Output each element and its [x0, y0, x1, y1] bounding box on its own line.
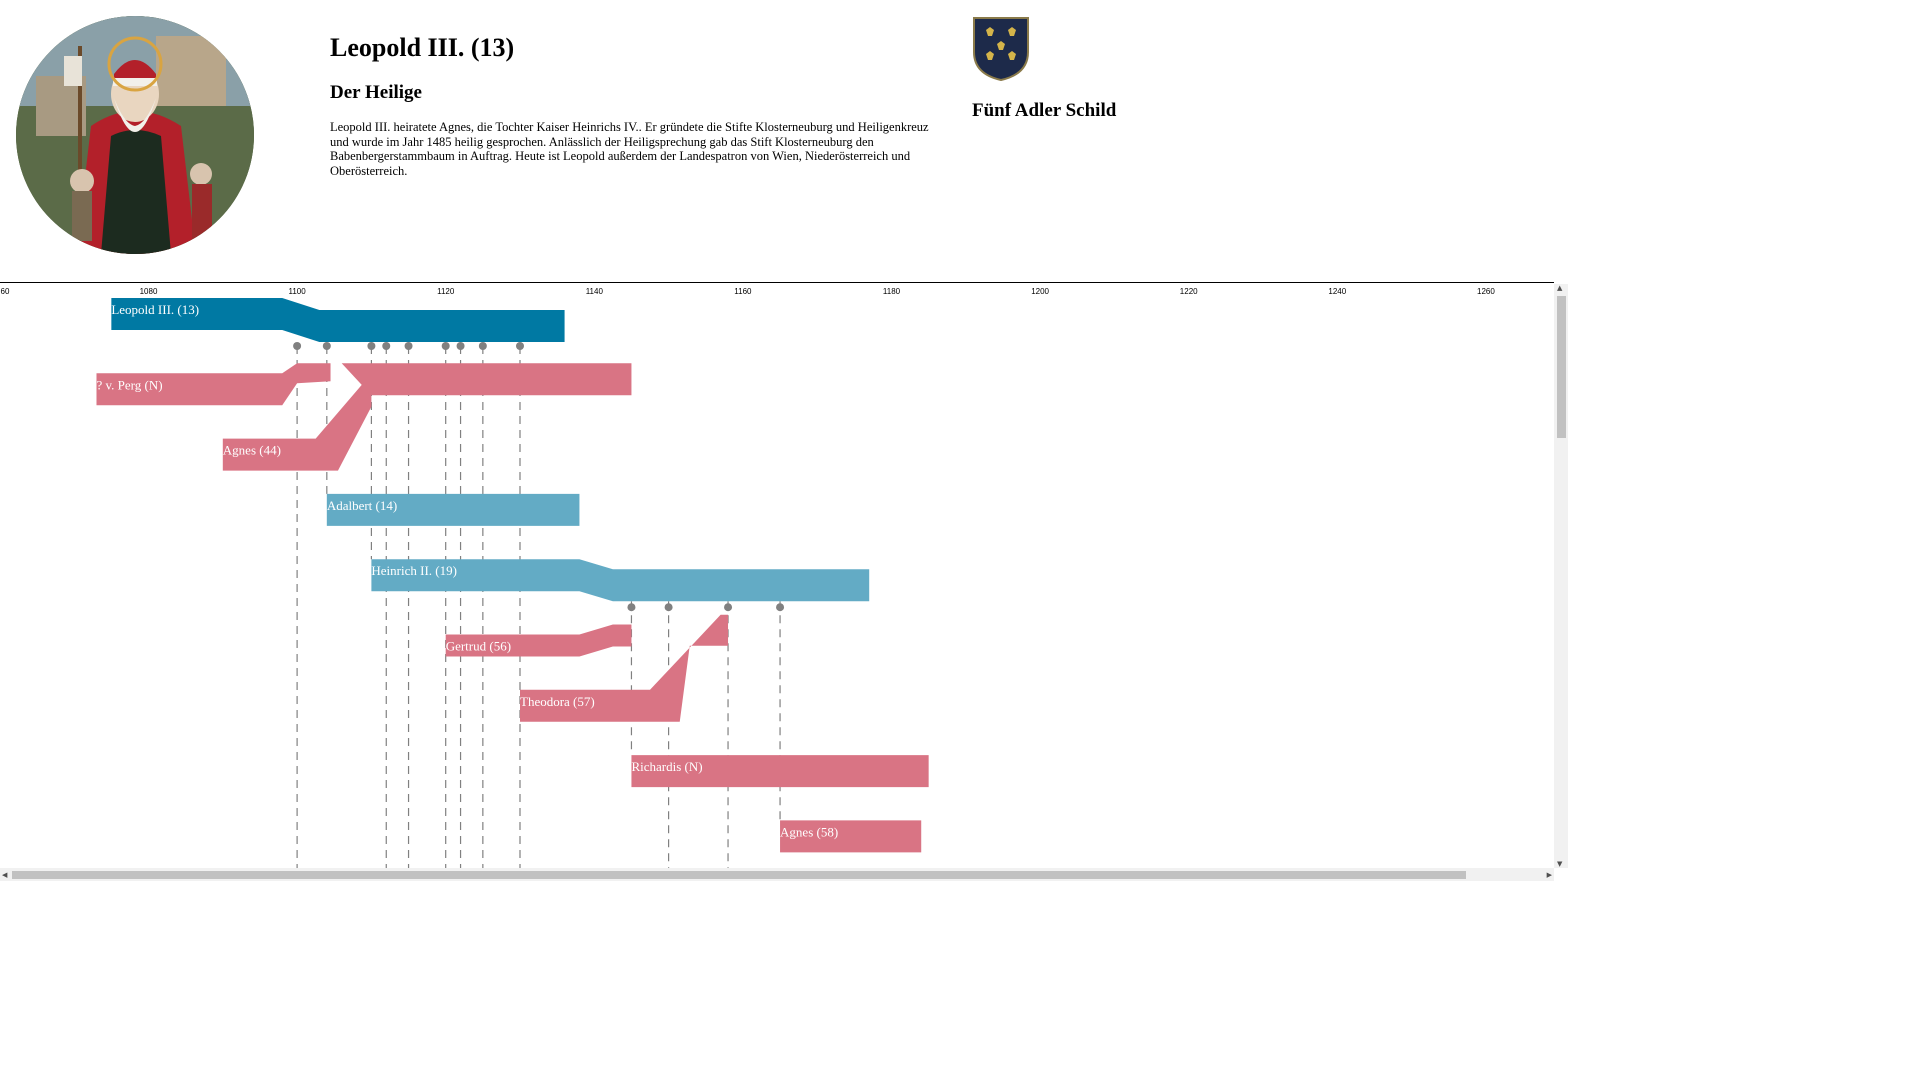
scroll-up-icon[interactable]: ▲ — [1557, 284, 1563, 292]
person-bar-label: ? v. Perg (N) — [96, 377, 162, 392]
five-eagles-shield-icon — [973, 17, 1029, 82]
horizontal-scrollbar[interactable]: ◀ ▶ — [0, 868, 1554, 881]
saint-portrait-icon — [16, 16, 254, 254]
axis-tick-label: 1160 — [734, 287, 752, 296]
coat-of-arms — [972, 16, 1030, 82]
scroll-right-icon[interactable]: ▶ — [1546, 871, 1552, 879]
person-bar-label: Agnes (44) — [223, 443, 281, 458]
person-bar-label: Agnes (58) — [780, 824, 838, 839]
child-event-dot[interactable] — [627, 603, 636, 612]
person-bar-label: Heinrich II. (19) — [371, 563, 457, 578]
child-event-dot[interactable] — [664, 603, 673, 612]
person-bar[interactable] — [111, 298, 565, 342]
axis-tick-label: 1240 — [1328, 287, 1347, 296]
axis-tick-label: 1100 — [288, 287, 306, 296]
person-bar-label: Leopold III. (13) — [111, 302, 199, 317]
portrait-medallion — [16, 16, 254, 254]
child-event-dot[interactable] — [322, 342, 331, 350]
vertical-scrollbar-thumb[interactable] — [1557, 296, 1566, 438]
timeline-axis — [0, 282, 1554, 283]
axis-tick-label: 1180 — [882, 287, 901, 296]
child-event-dot[interactable] — [516, 342, 524, 350]
axis-tick-label: 1220 — [1179, 287, 1198, 296]
coat-of-arms-label: Fünf Adler Schild — [972, 100, 1117, 121]
child-event-dot[interactable] — [293, 342, 302, 350]
person-title: Leopold III. (13) — [330, 33, 515, 62]
person-bar[interactable] — [631, 755, 929, 788]
person-bar[interactable] — [520, 614, 729, 722]
horizontal-scrollbar-thumb[interactable] — [12, 871, 1466, 879]
child-event-dot[interactable] — [724, 603, 733, 612]
child-event-dot[interactable] — [478, 342, 487, 350]
child-event-dot[interactable] — [367, 342, 376, 350]
scroll-left-icon[interactable]: ◀ — [2, 871, 8, 879]
person-bar-label: Gertrud (56) — [446, 639, 511, 654]
person-bar[interactable] — [222, 373, 372, 471]
person-bar-label: Richardis (N) — [631, 759, 702, 774]
axis-tick-label: 1260 — [1476, 287, 1495, 296]
vertical-scrollbar[interactable]: ▲ ▼ — [1554, 284, 1568, 868]
child-event-dot[interactable] — [776, 603, 785, 612]
child-event-dot[interactable] — [382, 342, 391, 350]
scroll-down-icon[interactable]: ▼ — [1557, 860, 1563, 868]
axis-tick-label: 1200 — [1031, 287, 1049, 296]
axis-tick-label: 1140 — [585, 287, 603, 296]
genealogy-timeline: Leopold III. (13) ? v. Perg (N) Agnes (44)… — [96, 298, 929, 868]
person-bar[interactable] — [326, 493, 580, 526]
person-description: Leopold III. heiratete Agnes, die Tochte… — [330, 120, 929, 179]
child-event-dot[interactable] — [456, 342, 465, 350]
axis-tick-label: 1080 — [139, 287, 158, 296]
person-bar[interactable] — [780, 820, 922, 853]
person-bar[interactable] — [445, 624, 632, 657]
child-event-dot[interactable] — [441, 342, 450, 350]
person-bar-label: Theodora (57) — [520, 694, 595, 709]
person-bar[interactable] — [371, 559, 870, 602]
axis-tick-label: 1120 — [437, 287, 455, 296]
axis-tick-label: 60 — [0, 287, 10, 296]
child-event-dot[interactable] — [404, 342, 413, 350]
person-bar-label: Adalbert (14) — [327, 498, 397, 513]
person-epithet: Der Heilige — [330, 82, 422, 103]
